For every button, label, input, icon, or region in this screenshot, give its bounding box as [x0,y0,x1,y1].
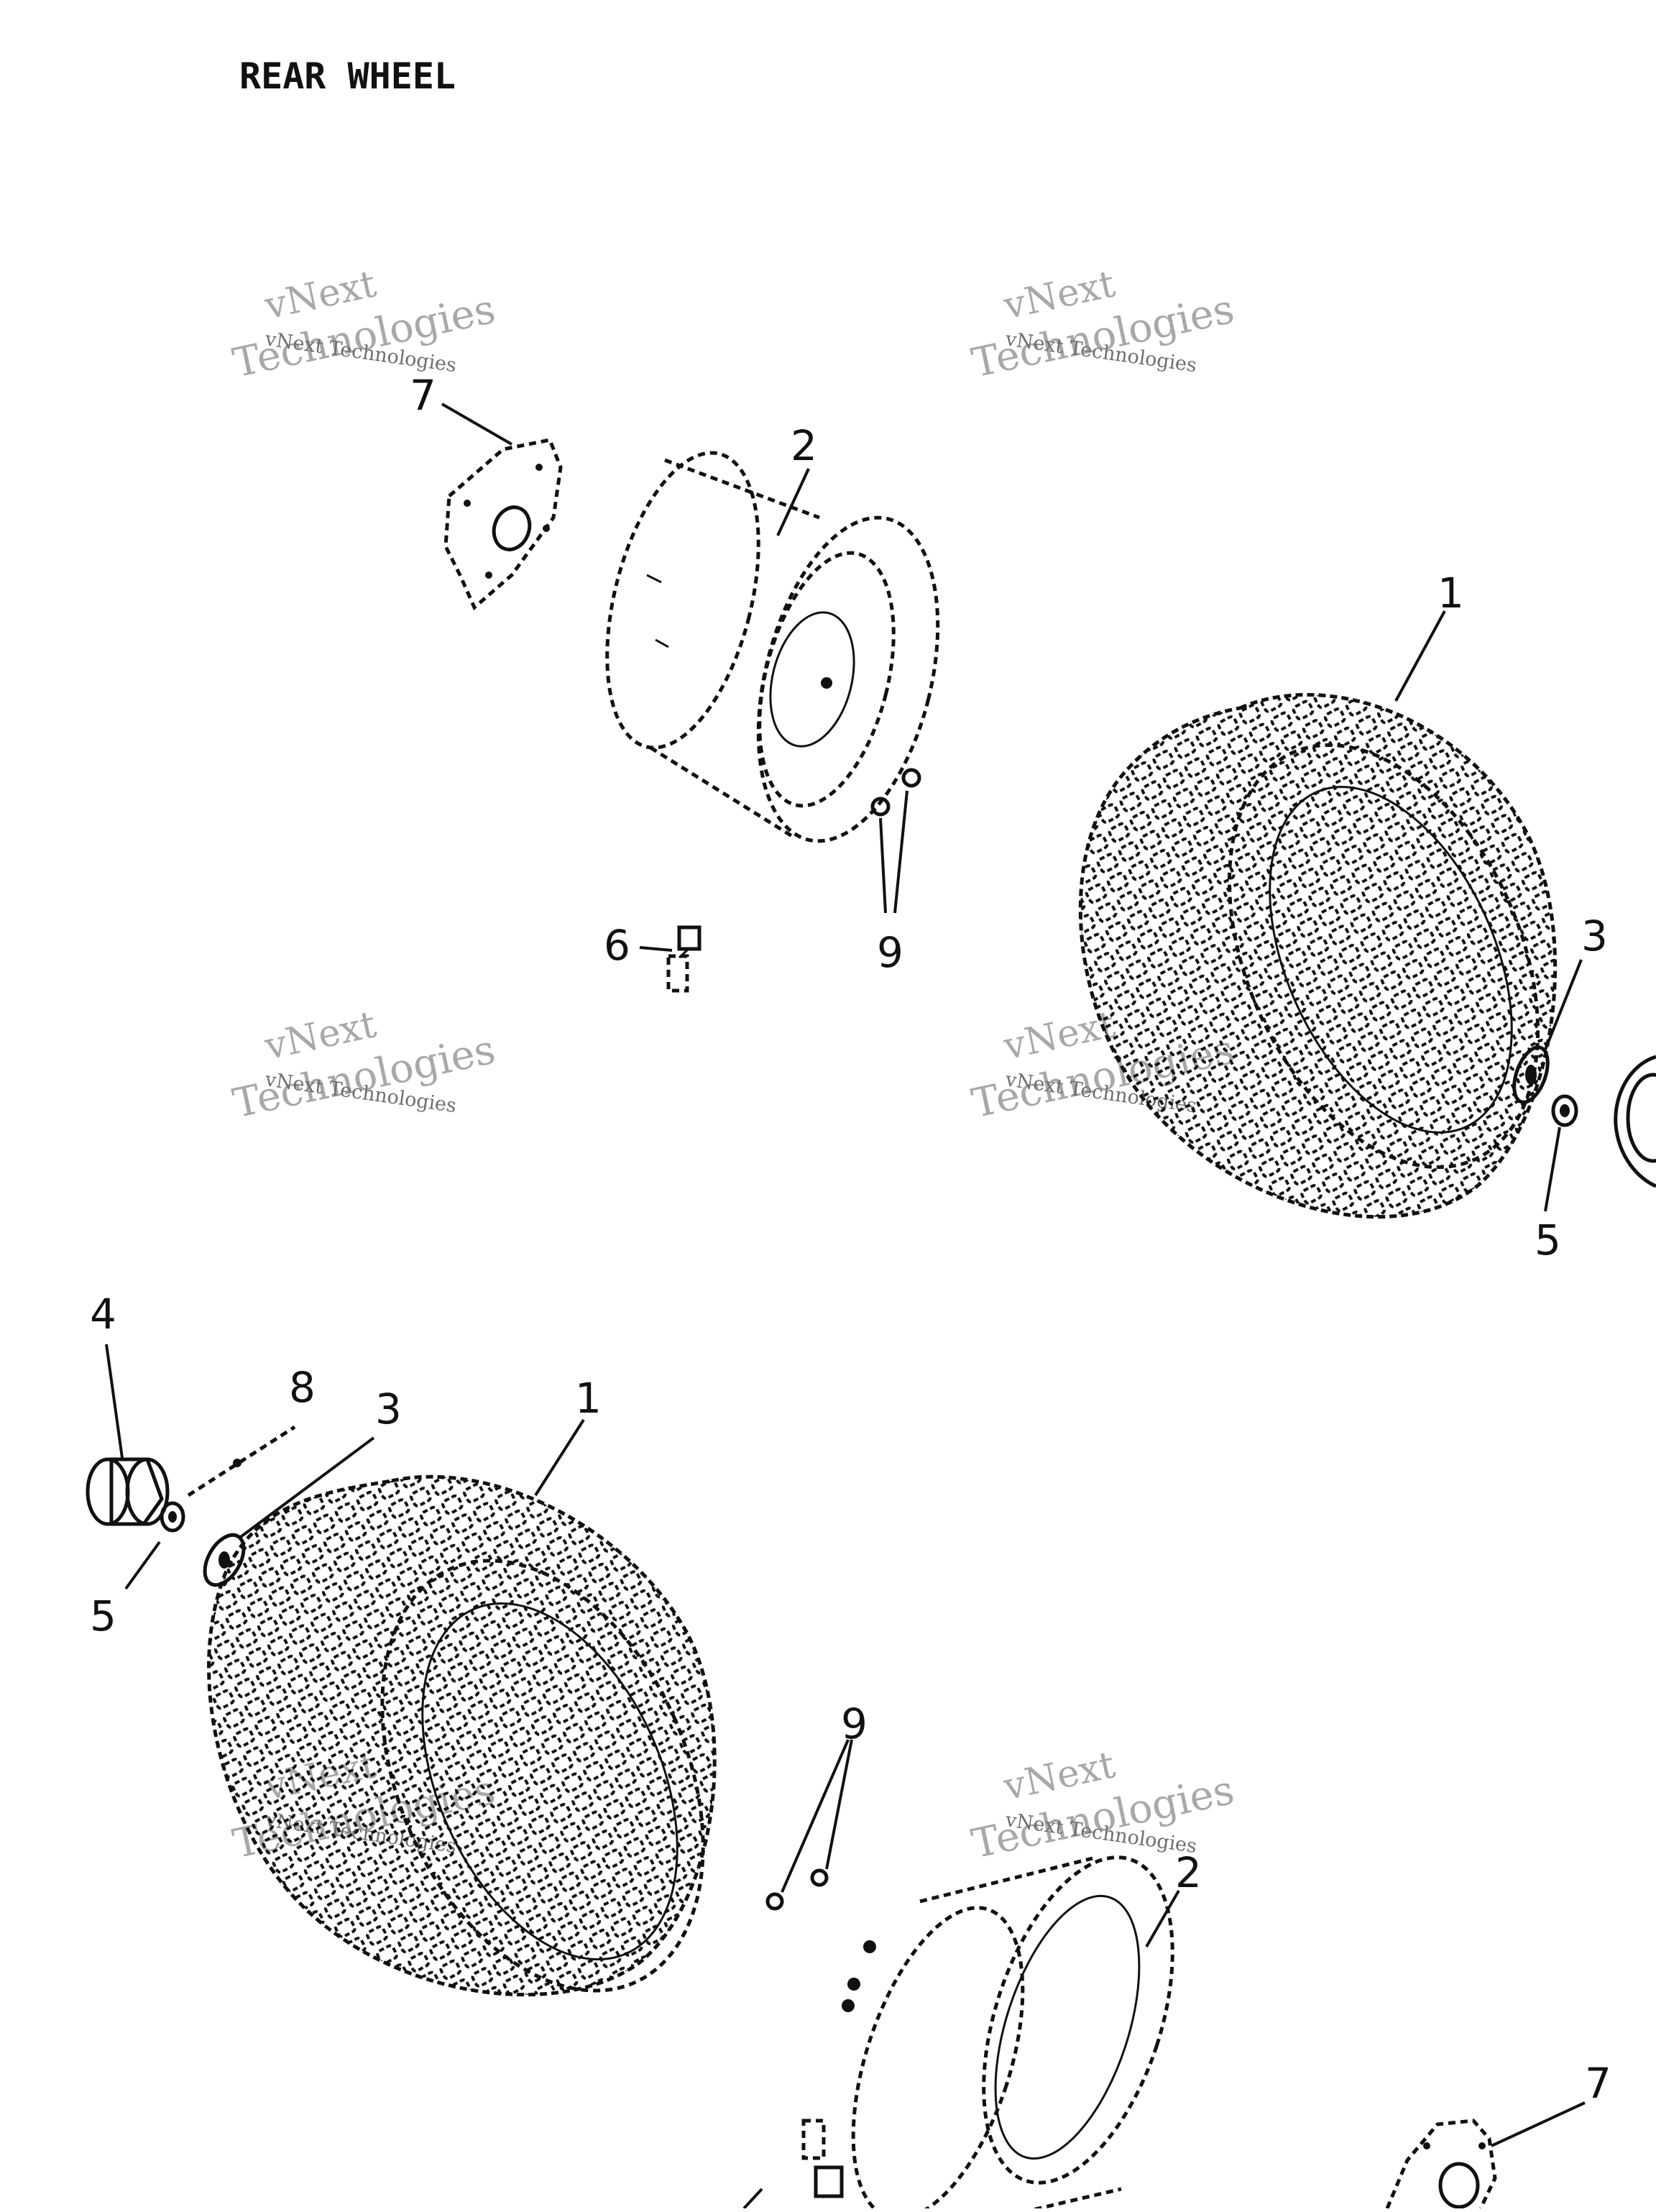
valve-stem [801,2119,844,2198]
hub-plate [443,438,563,611]
diagram-title: REAR WHEEL [239,55,456,97]
callout-1: 1 [575,1374,602,1423]
callout-5: 5 [1535,1216,1561,1265]
hub-cap [1614,1055,1656,1188]
leader-line [237,1436,375,1540]
washer [1512,1045,1550,1104]
hub-cap [86,1457,170,1526]
callout-6: 6 [604,921,630,970]
callout-4: 4 [90,1290,116,1339]
wheel-rim [842,1855,1174,2212]
leader-line [1544,1126,1561,1212]
leader-line [879,817,887,914]
tire [207,1474,717,1997]
callout-3: 3 [375,1385,402,1433]
leader-line [781,1739,850,1893]
leader-line [1145,1890,1180,1947]
leader-line [639,946,673,952]
leader-line [742,2188,763,2210]
leader-line [534,1418,585,1497]
callout-1: 1 [1438,569,1464,618]
leader-line [893,790,908,914]
callout-9: 9 [841,1699,868,1748]
callout-3: 3 [1581,912,1608,960]
watermark: vNext Technologies vNext Technologies [229,1003,500,1127]
callout-5: 5 [90,1592,116,1640]
callout-7: 7 [1585,2059,1611,2108]
callout-8: 8 [289,1363,316,1412]
rim-bolt [765,1868,829,1911]
leader-line [441,403,512,446]
tire [1078,692,1558,1219]
leader-line [1491,2101,1586,2147]
leader-line [1544,959,1583,1050]
callout-9: 9 [877,928,903,977]
rim-bolt [870,768,921,817]
callout-2: 2 [791,421,817,470]
lug-nut [160,1501,185,1533]
wheel-rim [605,451,940,843]
leader-line [105,1344,124,1459]
watermark: vNext Technologies vNext Technologies [968,1743,1238,1868]
callout-2: 2 [1175,1848,1202,1897]
leader-line [825,1739,853,1870]
watermark: vNext Technologies vNext Technologies [229,262,500,387]
watermark: vNext Technologies vNext Technologies [968,262,1238,387]
leader-line [124,1541,161,1590]
leader-line [187,1425,296,1497]
hub-plate [1385,2119,1497,2210]
leader-line [776,468,810,536]
callout-7: 7 [410,371,436,420]
lug-nut [1551,1094,1578,1127]
valve-stem [666,925,702,993]
leader-line [1394,610,1446,702]
